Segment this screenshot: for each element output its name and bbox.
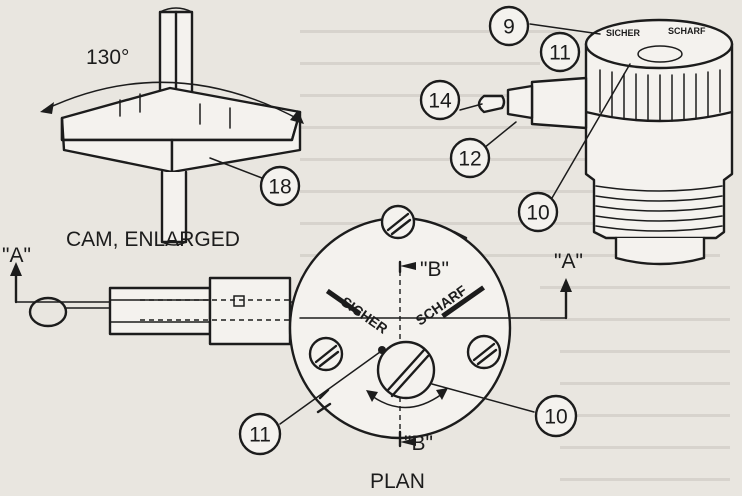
side-cap	[506, 84, 534, 120]
b-bottom-arrow	[400, 438, 416, 446]
a-left-arrow	[10, 262, 22, 276]
thread-lines	[595, 185, 723, 232]
callout-10-top-circle	[517, 191, 559, 233]
callout-11-top: 11	[549, 42, 571, 65]
callout-10-bottom: 10	[544, 406, 567, 429]
side-view: "A"	[2, 244, 301, 346]
pull-ring-14	[477, 94, 506, 114]
head-slot	[637, 45, 683, 63]
rotation-arc	[371, 393, 443, 409]
fuze-head-top	[584, 18, 734, 70]
side-pin	[233, 295, 245, 307]
callout-10-bottom-circle	[534, 394, 578, 438]
cam-caption: CAM, ENLARGED	[66, 228, 240, 251]
callout-11-bottom-circle	[238, 412, 282, 456]
leader-11-bottom	[279, 351, 381, 425]
dial-slot	[386, 348, 430, 398]
head-sharp-marking: SCHARF	[668, 26, 706, 36]
side-cap-body	[208, 276, 292, 346]
hidden-bore	[140, 299, 290, 321]
section-b-top: "B"	[420, 258, 449, 281]
callout-12: 12	[458, 148, 481, 171]
rotation-arrow-right	[436, 388, 448, 400]
section-a-left: "A"	[2, 244, 31, 267]
cam-shaft-lower	[160, 170, 188, 244]
cam-plate-front-face	[170, 110, 302, 174]
side-tube	[530, 76, 588, 130]
pull-ring	[28, 296, 68, 328]
plan-view: "B" "B" "A" SICHER SCHARF	[238, 204, 583, 493]
leader-9	[529, 23, 601, 35]
callout-18-circle	[259, 165, 301, 207]
head-safe-marking: SICHER	[606, 28, 641, 38]
rim-notches	[316, 230, 468, 414]
shaft-bottom-edge	[161, 241, 187, 246]
cam-plate-top	[60, 86, 302, 142]
side-tube-body	[108, 286, 212, 336]
b-top-arrow	[400, 262, 416, 270]
leader-14	[459, 103, 483, 111]
leader-18	[209, 157, 263, 179]
leader-12	[483, 121, 517, 149]
a-right-arrow	[560, 278, 572, 292]
angle-arrow-left	[40, 102, 54, 114]
callout-10-top: 10	[526, 202, 549, 225]
rotation-arrow-left	[366, 390, 378, 402]
callout-18: 18	[268, 176, 291, 199]
cam-hatching	[119, 93, 231, 129]
section-b-bottom: "B"	[404, 432, 433, 455]
fuze-head-view: SICHER SCHARF 9 11 14 12 10	[419, 5, 734, 266]
angle-arc	[43, 81, 301, 121]
section-a-right: "A"	[554, 250, 583, 273]
plan-screw-top	[380, 204, 416, 240]
shaft-top-edge	[159, 7, 193, 13]
cam-enlarged-view: 130° 18 CAM, ENLARGED	[40, 7, 304, 251]
leader-10-bottom	[431, 383, 535, 413]
callout-12-circle	[449, 137, 491, 179]
callout-11-bottom: 11	[249, 424, 271, 447]
fuze-body	[584, 110, 734, 240]
plan-caption: PLAN	[370, 470, 425, 493]
callout-14-circle	[419, 79, 461, 121]
plan-screw-right	[466, 334, 502, 370]
callout-9: 9	[503, 16, 515, 39]
callout-9-circle	[488, 5, 530, 47]
callout-14: 14	[428, 90, 452, 113]
angle-label: 130°	[86, 46, 129, 69]
plan-screw-left	[308, 336, 344, 372]
leader-10-top	[551, 63, 631, 199]
callout-11-top-circle	[539, 31, 581, 73]
angle-arrow-right	[290, 110, 304, 124]
fuze-bottom-stub	[614, 236, 706, 266]
